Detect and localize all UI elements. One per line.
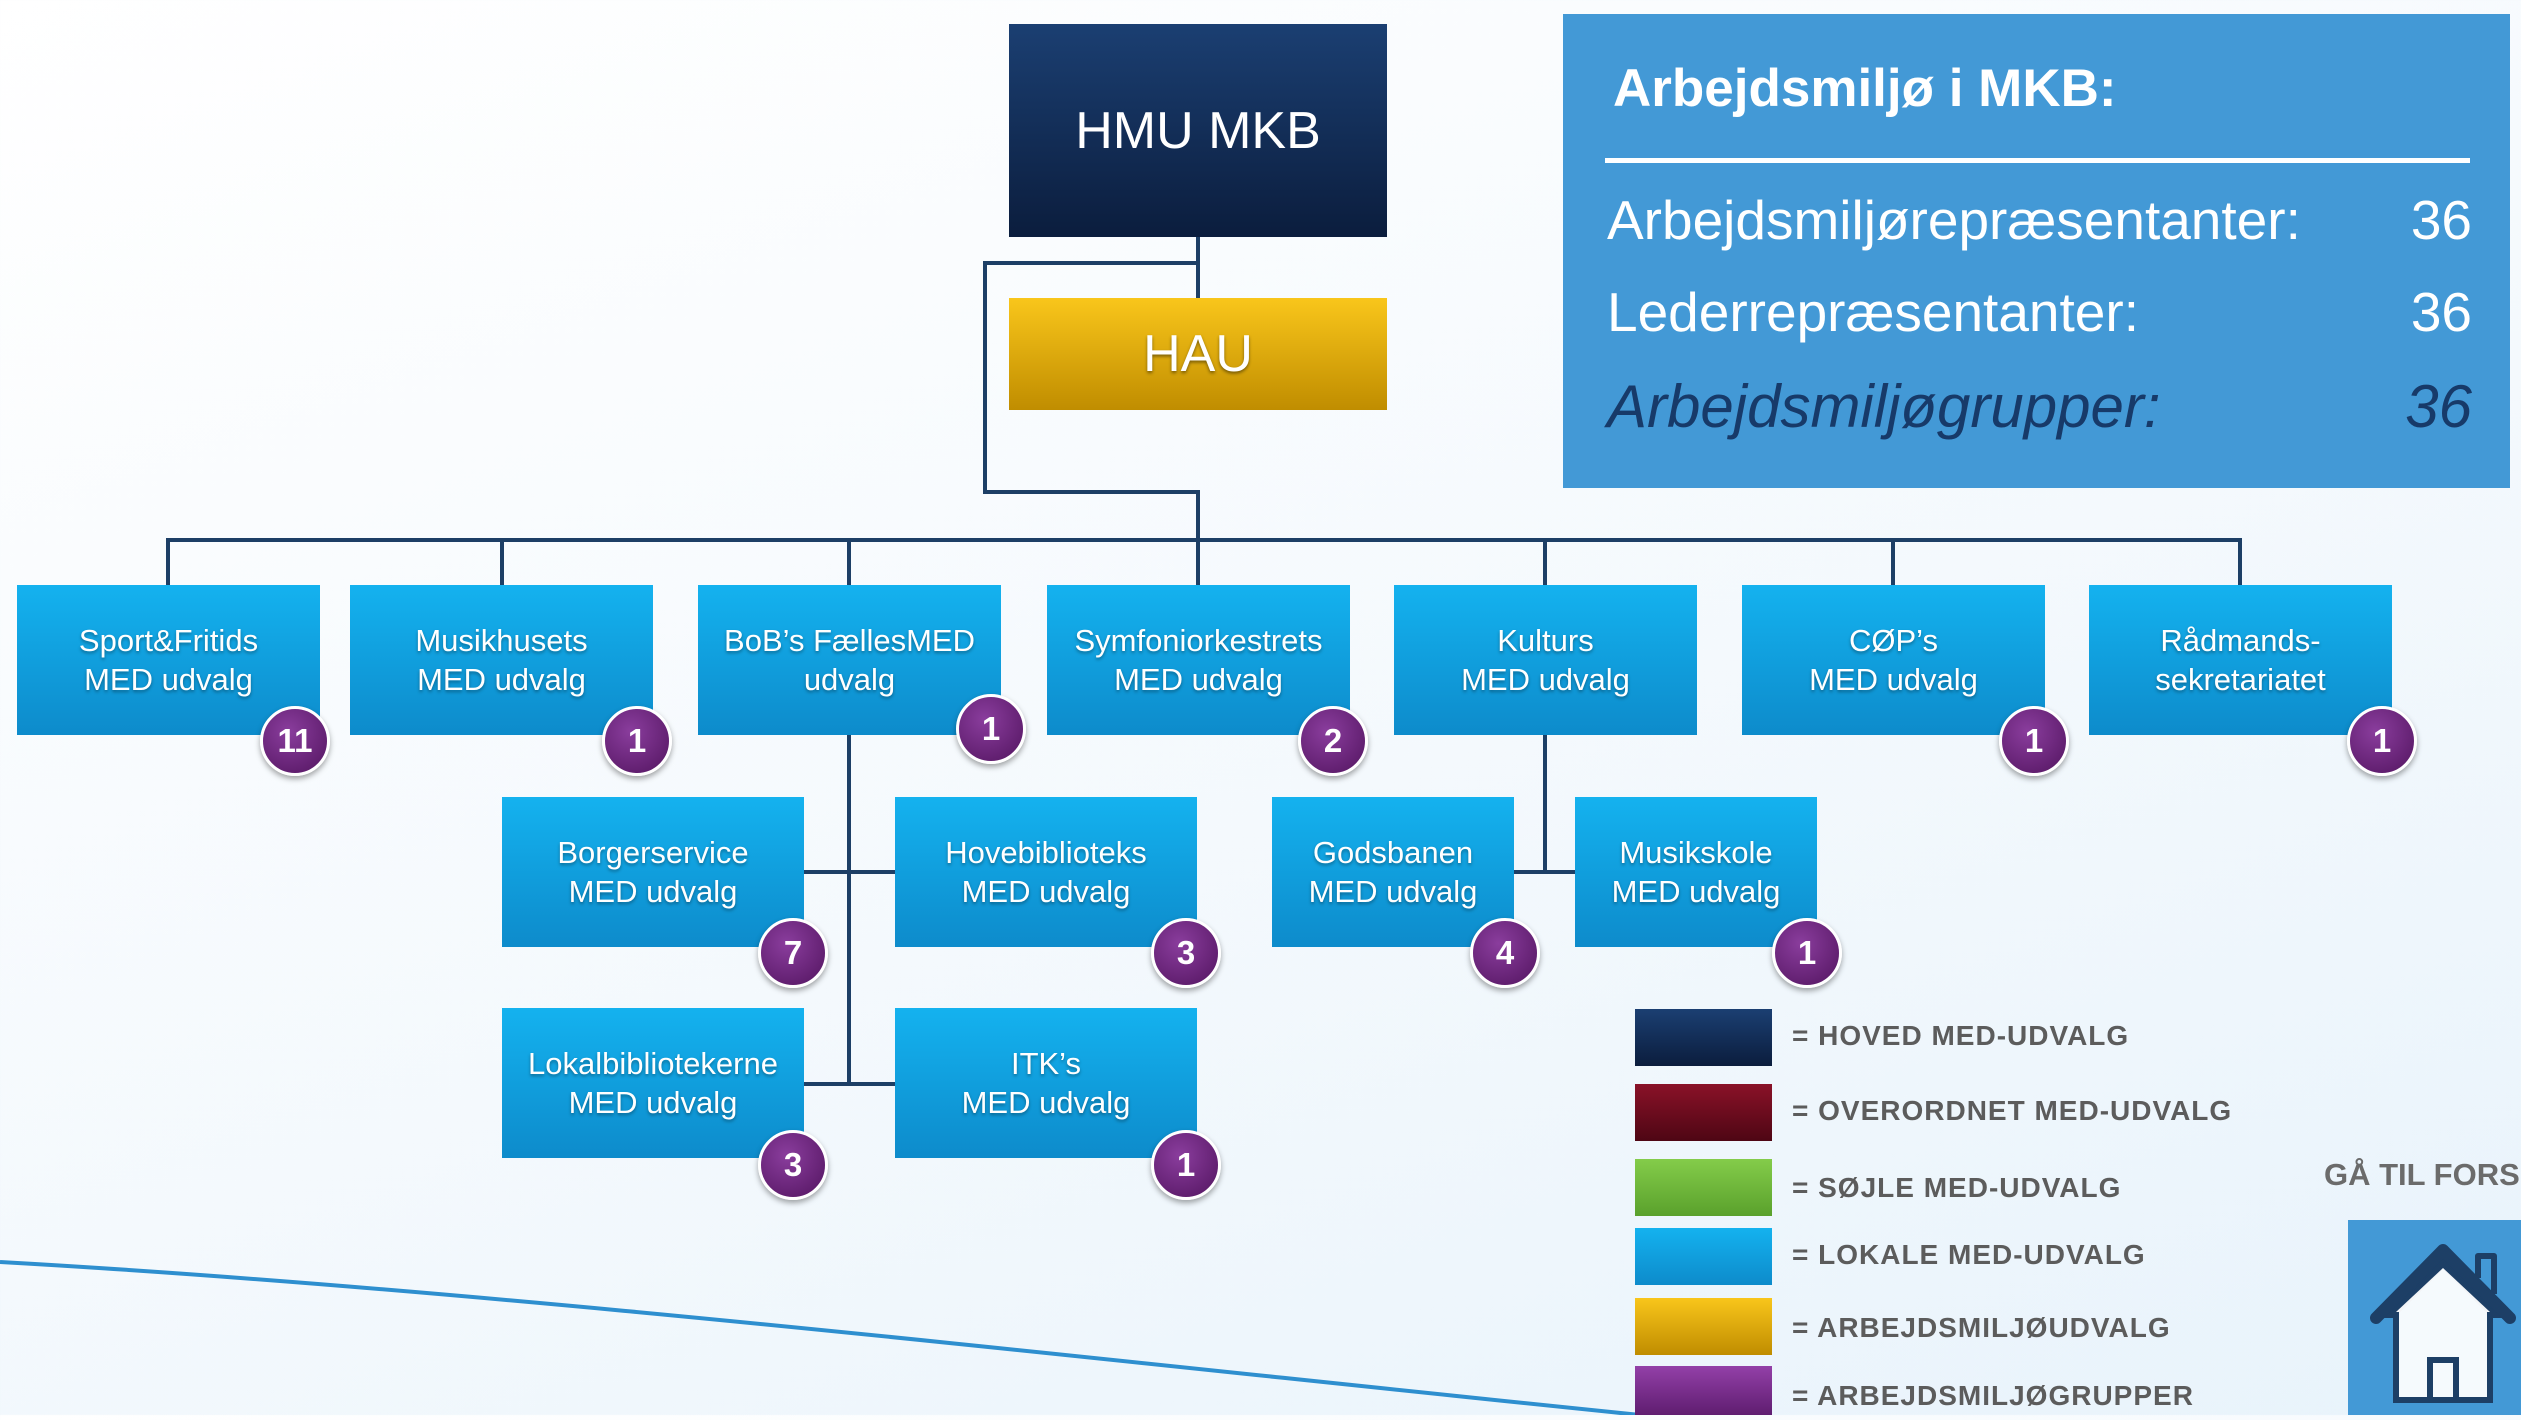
committee-label: Kulturs MED udvalg (1461, 623, 1630, 697)
divider (1605, 158, 2470, 163)
committee-raadmands[interactable]: Rådmands- sekretariatet (2089, 585, 2392, 735)
hmu-label: HMU MKB (1075, 101, 1321, 160)
count-badge: 11 (260, 706, 330, 776)
committee-bob-faellesmed[interactable]: BoB’s FællesMED udvalg (698, 585, 1001, 735)
committee-label: Hovebiblioteks MED udvalg (945, 835, 1147, 909)
sub-hovebiblioteks[interactable]: Hovebiblioteks MED udvalg (895, 797, 1197, 947)
committee-label: Rådmands- sekretariatet (2155, 623, 2326, 697)
decorative-swoosh (0, 1260, 1641, 1415)
hau-box[interactable]: HAU (1009, 298, 1387, 410)
stats-value: 36 (2405, 373, 2472, 440)
committee-symfoniorkestrets[interactable]: Symfoniorkestrets MED udvalg (1047, 585, 1350, 735)
count-badge: 1 (1151, 1130, 1221, 1200)
hau-label: HAU (1143, 325, 1253, 383)
sub-borgerservice[interactable]: Borgerservice MED udvalg (502, 797, 804, 947)
sub-lokalbibliotekerne[interactable]: Lokalbibliotekerne MED udvalg (502, 1008, 804, 1158)
committee-label: Lokalbibliotekerne MED udvalg (528, 1046, 778, 1120)
stats-label: Arbejdsmiljørepræsentanter: (1607, 189, 2301, 251)
committee-label: Musikskole MED udvalg (1611, 835, 1781, 909)
legend-label: = ARBEJDSMILJØGRUPPER (1792, 1380, 2194, 1411)
committee-label: Borgerservice MED udvalg (557, 835, 749, 909)
committee-label: CØP’s MED udvalg (1809, 623, 1978, 697)
committee-label: ITK’s MED udvalg (961, 1046, 1131, 1120)
legend-swatch (1635, 1366, 1772, 1415)
count-badge: 7 (758, 918, 828, 988)
count-badge: 2 (1298, 706, 1368, 776)
legend-label: = OVERORDNET MED-UDVALG (1792, 1095, 2233, 1126)
sub-godsbanen[interactable]: Godsbanen MED udvalg (1272, 797, 1514, 947)
legend-swatch (1635, 1159, 1772, 1216)
committee-label: BoB’s FællesMED udvalg (724, 623, 975, 697)
stats-panel: Arbejdsmiljø i MKB: Arbejdsmiljørepræsen… (1563, 14, 2510, 488)
legend-swatch (1635, 1009, 1772, 1066)
committee-sport-fritids[interactable]: Sport&Fritids MED udvalg (17, 585, 320, 735)
committee-kulturs[interactable]: Kulturs MED udvalg (1394, 585, 1697, 735)
sub-itk[interactable]: ITK’s MED udvalg (895, 1008, 1197, 1158)
stats-title: Arbejdsmiljø i MKB: (1613, 59, 2117, 118)
legend-label: = SØJLE MED-UDVALG (1792, 1172, 2122, 1203)
count-badge: 1 (1999, 706, 2069, 776)
goto-link[interactable]: GÅ TIL FORS (2324, 1157, 2520, 1192)
count-badge: 3 (758, 1130, 828, 1200)
count-badge: 1 (602, 706, 672, 776)
home-button[interactable] (2348, 1220, 2521, 1415)
legend-label: = ARBEJDSMILJØUDVALG (1792, 1312, 2171, 1343)
count-badge: 3 (1151, 918, 1221, 988)
sub-musikskole[interactable]: Musikskole MED udvalg (1575, 797, 1817, 947)
stats-value: 36 (2410, 189, 2472, 251)
committee-label: Symfoniorkestrets MED udvalg (1074, 623, 1323, 697)
legend-swatch (1635, 1084, 1772, 1141)
committee-label: Godsbanen MED udvalg (1308, 835, 1478, 909)
home-icon (2370, 1244, 2516, 1403)
legend-label: = LOKALE MED-UDVALG (1792, 1239, 2146, 1270)
count-badge: 1 (2347, 706, 2417, 776)
legend-label: = HOVED MED-UDVALG (1792, 1020, 2130, 1051)
committee-label: Musikhusets MED udvalg (415, 623, 588, 697)
stats-label: Lederrepræsentanter: (1607, 281, 2139, 343)
stats-value: 36 (2410, 281, 2472, 343)
committee-coep[interactable]: CØP’s MED udvalg (1742, 585, 2045, 735)
stats-label: Arbejdsmiljøgrupper: (1607, 373, 2161, 440)
count-badge: 4 (1470, 918, 1540, 988)
count-badge: 1 (956, 694, 1026, 764)
legend-swatch (1635, 1228, 1772, 1285)
count-badge: 1 (1772, 918, 1842, 988)
committee-musikhusets[interactable]: Musikhusets MED udvalg (350, 585, 653, 735)
committee-label: Sport&Fritids MED udvalg (78, 623, 259, 697)
hmu-box[interactable]: HMU MKB (1009, 24, 1387, 237)
legend-swatch (1635, 1298, 1772, 1355)
